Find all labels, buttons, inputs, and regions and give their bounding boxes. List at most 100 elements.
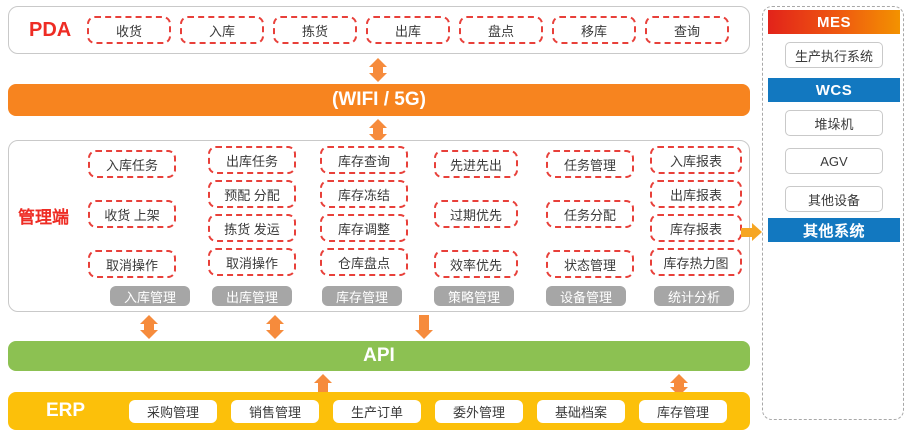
management-item-4-1[interactable]: 任务分配 [546,200,634,228]
item-label: 取消操作 [225,255,278,271]
sidebar-item-label: 生产执行系统 [794,48,873,64]
management-item-1-0[interactable]: 出库任务 [208,146,296,174]
pda-item-label: 盘点 [487,23,514,39]
pda-item-label: 出库 [394,23,421,39]
erp-item-label: 销售管理 [248,405,301,420]
sidebar-heading-wcs: WCS [768,78,900,102]
erp-item-label: 采购管理 [146,405,199,420]
external-systems-panel [762,6,904,420]
management-footer-0[interactable]: 入库管理 [110,286,190,306]
pda-label: PDA [29,18,72,41]
management-item-2-3[interactable]: 仓库盘点 [320,248,408,276]
pda-item-4[interactable]: 盘点 [459,16,543,44]
erp-item-1[interactable]: 销售管理 [231,400,319,423]
erp-item-5[interactable]: 库存管理 [639,400,727,423]
footer-label: 库存管理 [335,289,388,305]
network-label: (WIFI / 5G) [332,89,426,110]
pda-item-3[interactable]: 出库 [366,16,450,44]
item-label: 效率优先 [449,257,502,273]
management-item-3-0[interactable]: 先进先出 [434,150,518,178]
management-item-4-2[interactable]: 状态管理 [546,250,634,278]
management-item-5-3[interactable]: 库存热力图 [650,248,742,276]
management-item-5-0[interactable]: 入库报表 [650,146,742,174]
item-label: 取消操作 [105,257,158,273]
sidebar-item-wcs-0[interactable]: 堆垛机 [785,110,883,136]
item-label: 过期优先 [449,207,502,223]
arrow-api-to-erp-left-icon [314,374,332,396]
pda-item-6[interactable]: 查询 [645,16,729,44]
arrow-management-to-api-right-icon [415,315,433,339]
sidebar-heading-label: MES [816,13,851,31]
item-label: 库存热力图 [663,255,729,271]
management-item-3-2[interactable]: 效率优先 [434,250,518,278]
management-item-2-2[interactable]: 库存调整 [320,214,408,242]
management-item-5-1[interactable]: 出库报表 [650,180,742,208]
management-item-1-3[interactable]: 取消操作 [208,248,296,276]
network-band: (WIFI / 5G) [8,84,750,116]
arrow-pda-to-network-icon [369,58,387,82]
footer-label: 设备管理 [559,289,612,305]
erp-item-2[interactable]: 生产订单 [333,400,421,423]
pda-item-5[interactable]: 移库 [552,16,636,44]
sidebar-item-wcs-1[interactable]: AGV [785,148,883,174]
management-footer-1[interactable]: 出库管理 [212,286,292,306]
sidebar-item-wcs-2[interactable]: 其他设备 [785,186,883,212]
management-item-4-0[interactable]: 任务管理 [546,150,634,178]
arrow-management-to-api-left-icon [140,315,158,339]
item-label: 任务分配 [563,207,616,223]
pda-item-label: 拣货 [301,23,328,39]
pda-item-label: 入库 [208,23,235,39]
sidebar-item-label: AGV [820,153,848,169]
management-item-2-0[interactable]: 库存查询 [320,146,408,174]
item-label: 先进先出 [449,157,502,173]
erp-item-label: 生产订单 [350,405,403,420]
management-item-0-1[interactable]: 收货 上架 [88,200,176,228]
sidebar-heading-label: WCS [815,81,853,99]
pda-item-1[interactable]: 入库 [180,16,264,44]
erp-item-4[interactable]: 基础档案 [537,400,625,423]
sidebar-heading-label: 其他系统 [802,222,865,240]
management-item-1-1[interactable]: 预配 分配 [208,180,296,208]
item-label: 收货 上架 [104,207,160,223]
management-footer-5[interactable]: 统计分析 [654,286,734,306]
item-label: 出库任务 [225,153,278,169]
pda-item-label: 收货 [115,23,142,39]
pda-item-label: 查询 [673,23,700,39]
item-label: 拣货 发运 [224,221,280,237]
management-footer-4[interactable]: 设备管理 [546,286,626,306]
arrow-api-to-erp-right-icon [670,374,688,396]
sidebar-heading-other: 其他系统 [768,218,900,242]
sidebar-item-label: 堆垛机 [814,116,854,132]
footer-label: 统计分析 [667,289,720,305]
item-label: 任务管理 [563,157,616,173]
erp-item-label: 库存管理 [656,405,709,420]
footer-label: 出库管理 [225,289,278,305]
management-item-5-2[interactable]: 库存报表 [650,214,742,242]
management-item-0-2[interactable]: 取消操作 [88,250,176,278]
erp-item-label: 委外管理 [452,405,505,420]
pda-item-label: 移库 [580,23,607,39]
item-label: 状态管理 [563,257,616,273]
management-item-3-1[interactable]: 过期优先 [434,200,518,228]
item-label: 库存报表 [669,221,722,237]
management-item-0-0[interactable]: 入库任务 [88,150,176,178]
sidebar-item-label: 其他设备 [807,192,860,208]
item-label: 仓库盘点 [337,255,390,271]
erp-item-0[interactable]: 采购管理 [129,400,217,423]
footer-label: 策略管理 [447,289,500,305]
api-label: API [363,345,395,366]
item-label: 入库任务 [105,157,158,173]
pda-item-0[interactable]: 收货 [87,16,171,44]
management-item-2-1[interactable]: 库存冻结 [320,180,408,208]
item-label: 库存冻结 [337,187,390,203]
arrow-management-to-api-mid-icon [266,315,284,339]
management-item-1-2[interactable]: 拣货 发运 [208,214,296,242]
pda-item-2[interactable]: 拣货 [273,16,357,44]
item-label: 入库报表 [669,153,722,169]
erp-item-3[interactable]: 委外管理 [435,400,523,423]
sidebar-heading-mes: MES [768,10,900,34]
management-footer-2[interactable]: 库存管理 [322,286,402,306]
management-footer-3[interactable]: 策略管理 [434,286,514,306]
sidebar-item-mes-0[interactable]: 生产执行系统 [785,42,883,68]
erp-label: ERP [46,400,86,421]
